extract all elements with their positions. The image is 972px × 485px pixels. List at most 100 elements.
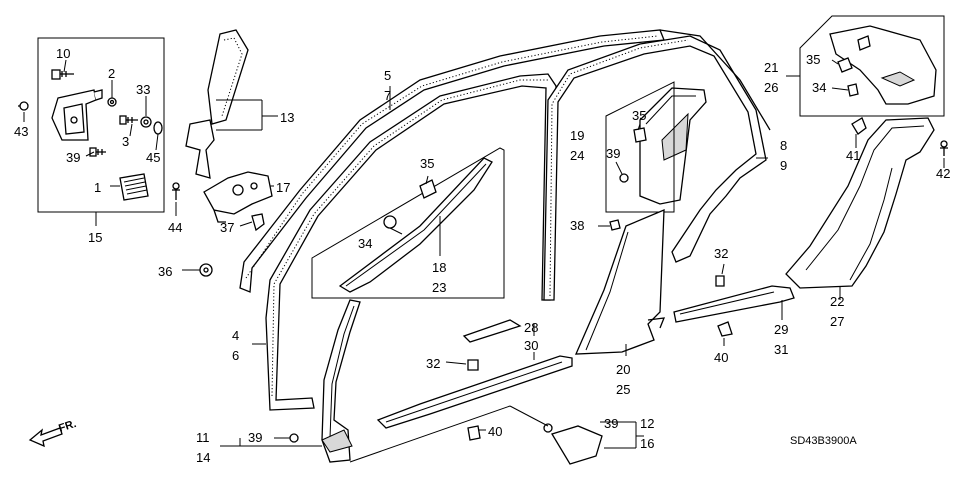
callout-5: 5 [384, 68, 391, 83]
callout-4: 4 [232, 328, 239, 343]
callout-3: 3 [122, 134, 129, 149]
front-step-strip [462, 319, 522, 343]
callout-39-b: 39 [606, 146, 620, 161]
callout-32-a: 32 [426, 356, 440, 371]
callout-22: 22 [830, 294, 844, 309]
callout-25: 25 [616, 382, 630, 397]
callout-35-c: 35 [806, 52, 820, 67]
callout-15: 15 [88, 230, 102, 245]
clip-part-35-rear [837, 57, 853, 73]
callout-20: 20 [616, 362, 630, 377]
callout-41: 41 [846, 148, 860, 163]
callout-45: 45 [146, 150, 160, 165]
clip-part-38 [609, 219, 621, 231]
rear-pillar-garnish [829, 25, 937, 105]
door-check-part-17 [203, 171, 273, 223]
callout-13: 13 [280, 110, 294, 125]
front-step-garnish [376, 355, 573, 429]
callout-6: 6 [232, 348, 239, 363]
callout-40-b: 40 [714, 350, 728, 365]
callout-2: 2 [108, 66, 115, 81]
front-kick-panel [321, 299, 361, 463]
hinge-bracket-part [51, 89, 103, 141]
callout-35-b: 35 [632, 108, 646, 123]
callout-32-b: 32 [714, 246, 728, 261]
callout-numbers: 10 2 33 3 45 39 1 43 15 13 17 44 37 36 5… [14, 46, 950, 465]
front-pillar-garnish [338, 157, 493, 293]
center-pillar-lower-garnish [574, 209, 666, 355]
rear-side-lining [785, 117, 935, 289]
callout-7: 7 [384, 88, 391, 103]
callout-1: 1 [94, 180, 101, 195]
clip-part-45 [153, 121, 163, 135]
pad-part-1 [119, 173, 149, 201]
callout-10: 10 [56, 46, 70, 61]
callout-24: 24 [570, 148, 584, 163]
clip-part-32-rear [715, 275, 725, 287]
clip-part-35-front [419, 179, 437, 199]
clip-part-40-rear [717, 321, 733, 337]
screw-part-44 [172, 182, 180, 200]
callout-18: 18 [432, 260, 446, 275]
screw-part-43 [18, 101, 29, 111]
callout-44: 44 [168, 220, 182, 235]
diagram-code: SD43B3900A [790, 435, 857, 447]
callout-23: 23 [432, 280, 446, 295]
front-pillar-weatherstrip [185, 29, 249, 179]
callout-38: 38 [570, 218, 584, 233]
callout-43: 43 [14, 124, 28, 139]
front-direction-arrow: FR. [28, 418, 78, 448]
clip-part-34-front [383, 215, 397, 229]
screw-part-39-center [619, 173, 629, 183]
rear-kick-cover [551, 425, 603, 465]
callout-37: 37 [220, 220, 234, 235]
clip-part-41 [851, 117, 867, 135]
callout-35-a: 35 [420, 156, 434, 171]
callout-19: 19 [570, 128, 584, 143]
bolt-part-36 [199, 263, 213, 277]
callout-30: 30 [524, 338, 538, 353]
callout-31: 31 [774, 342, 788, 357]
screw-part-39-upper [89, 147, 106, 157]
group-box-21 [799, 15, 945, 117]
screw-part-39-kick [289, 433, 299, 443]
screw-part-3 [119, 115, 138, 125]
callout-34-a: 34 [358, 236, 372, 251]
clip-part-40-front [467, 425, 481, 441]
group-box-15 [37, 37, 165, 226]
bolt-part-10 [51, 69, 74, 80]
callout-40-a: 40 [488, 424, 502, 439]
front-door-weatherstrip [265, 73, 557, 411]
callout-34-b: 34 [812, 80, 826, 95]
rear-door-strip-upper [659, 29, 771, 131]
callout-39-c: 39 [604, 416, 618, 431]
callout-33: 33 [136, 82, 150, 97]
callout-39-a: 39 [66, 150, 80, 165]
leader-lines [23, 59, 945, 463]
callout-26: 26 [764, 80, 778, 95]
callout-17: 17 [276, 180, 290, 195]
callout-11: 11 [196, 430, 210, 445]
callout-39-d: 39 [248, 430, 262, 445]
callout-29: 29 [774, 322, 788, 337]
screw-part-42 [940, 140, 948, 156]
screw-part-39-kick-rear [543, 423, 553, 433]
center-pillar-upper-garnish [639, 87, 707, 205]
nut-part-2 [107, 97, 117, 107]
callout-42: 42 [936, 166, 950, 181]
group-box-19 [605, 81, 675, 213]
clip-part-35-center [633, 127, 647, 143]
callout-28: 28 [524, 320, 538, 335]
callout-14: 14 [196, 450, 210, 465]
clip-part-32-front [467, 359, 479, 371]
rear-step-garnish [673, 285, 795, 323]
direction-label: FR. [57, 418, 78, 435]
callout-16: 16 [640, 436, 654, 451]
washer-part-33 [140, 116, 152, 128]
callout-9: 9 [780, 158, 787, 173]
group-box-18 [311, 147, 505, 299]
callout-27: 27 [830, 314, 844, 329]
rear-door-weatherstrip [543, 35, 767, 301]
clip-part-37 [251, 213, 265, 232]
